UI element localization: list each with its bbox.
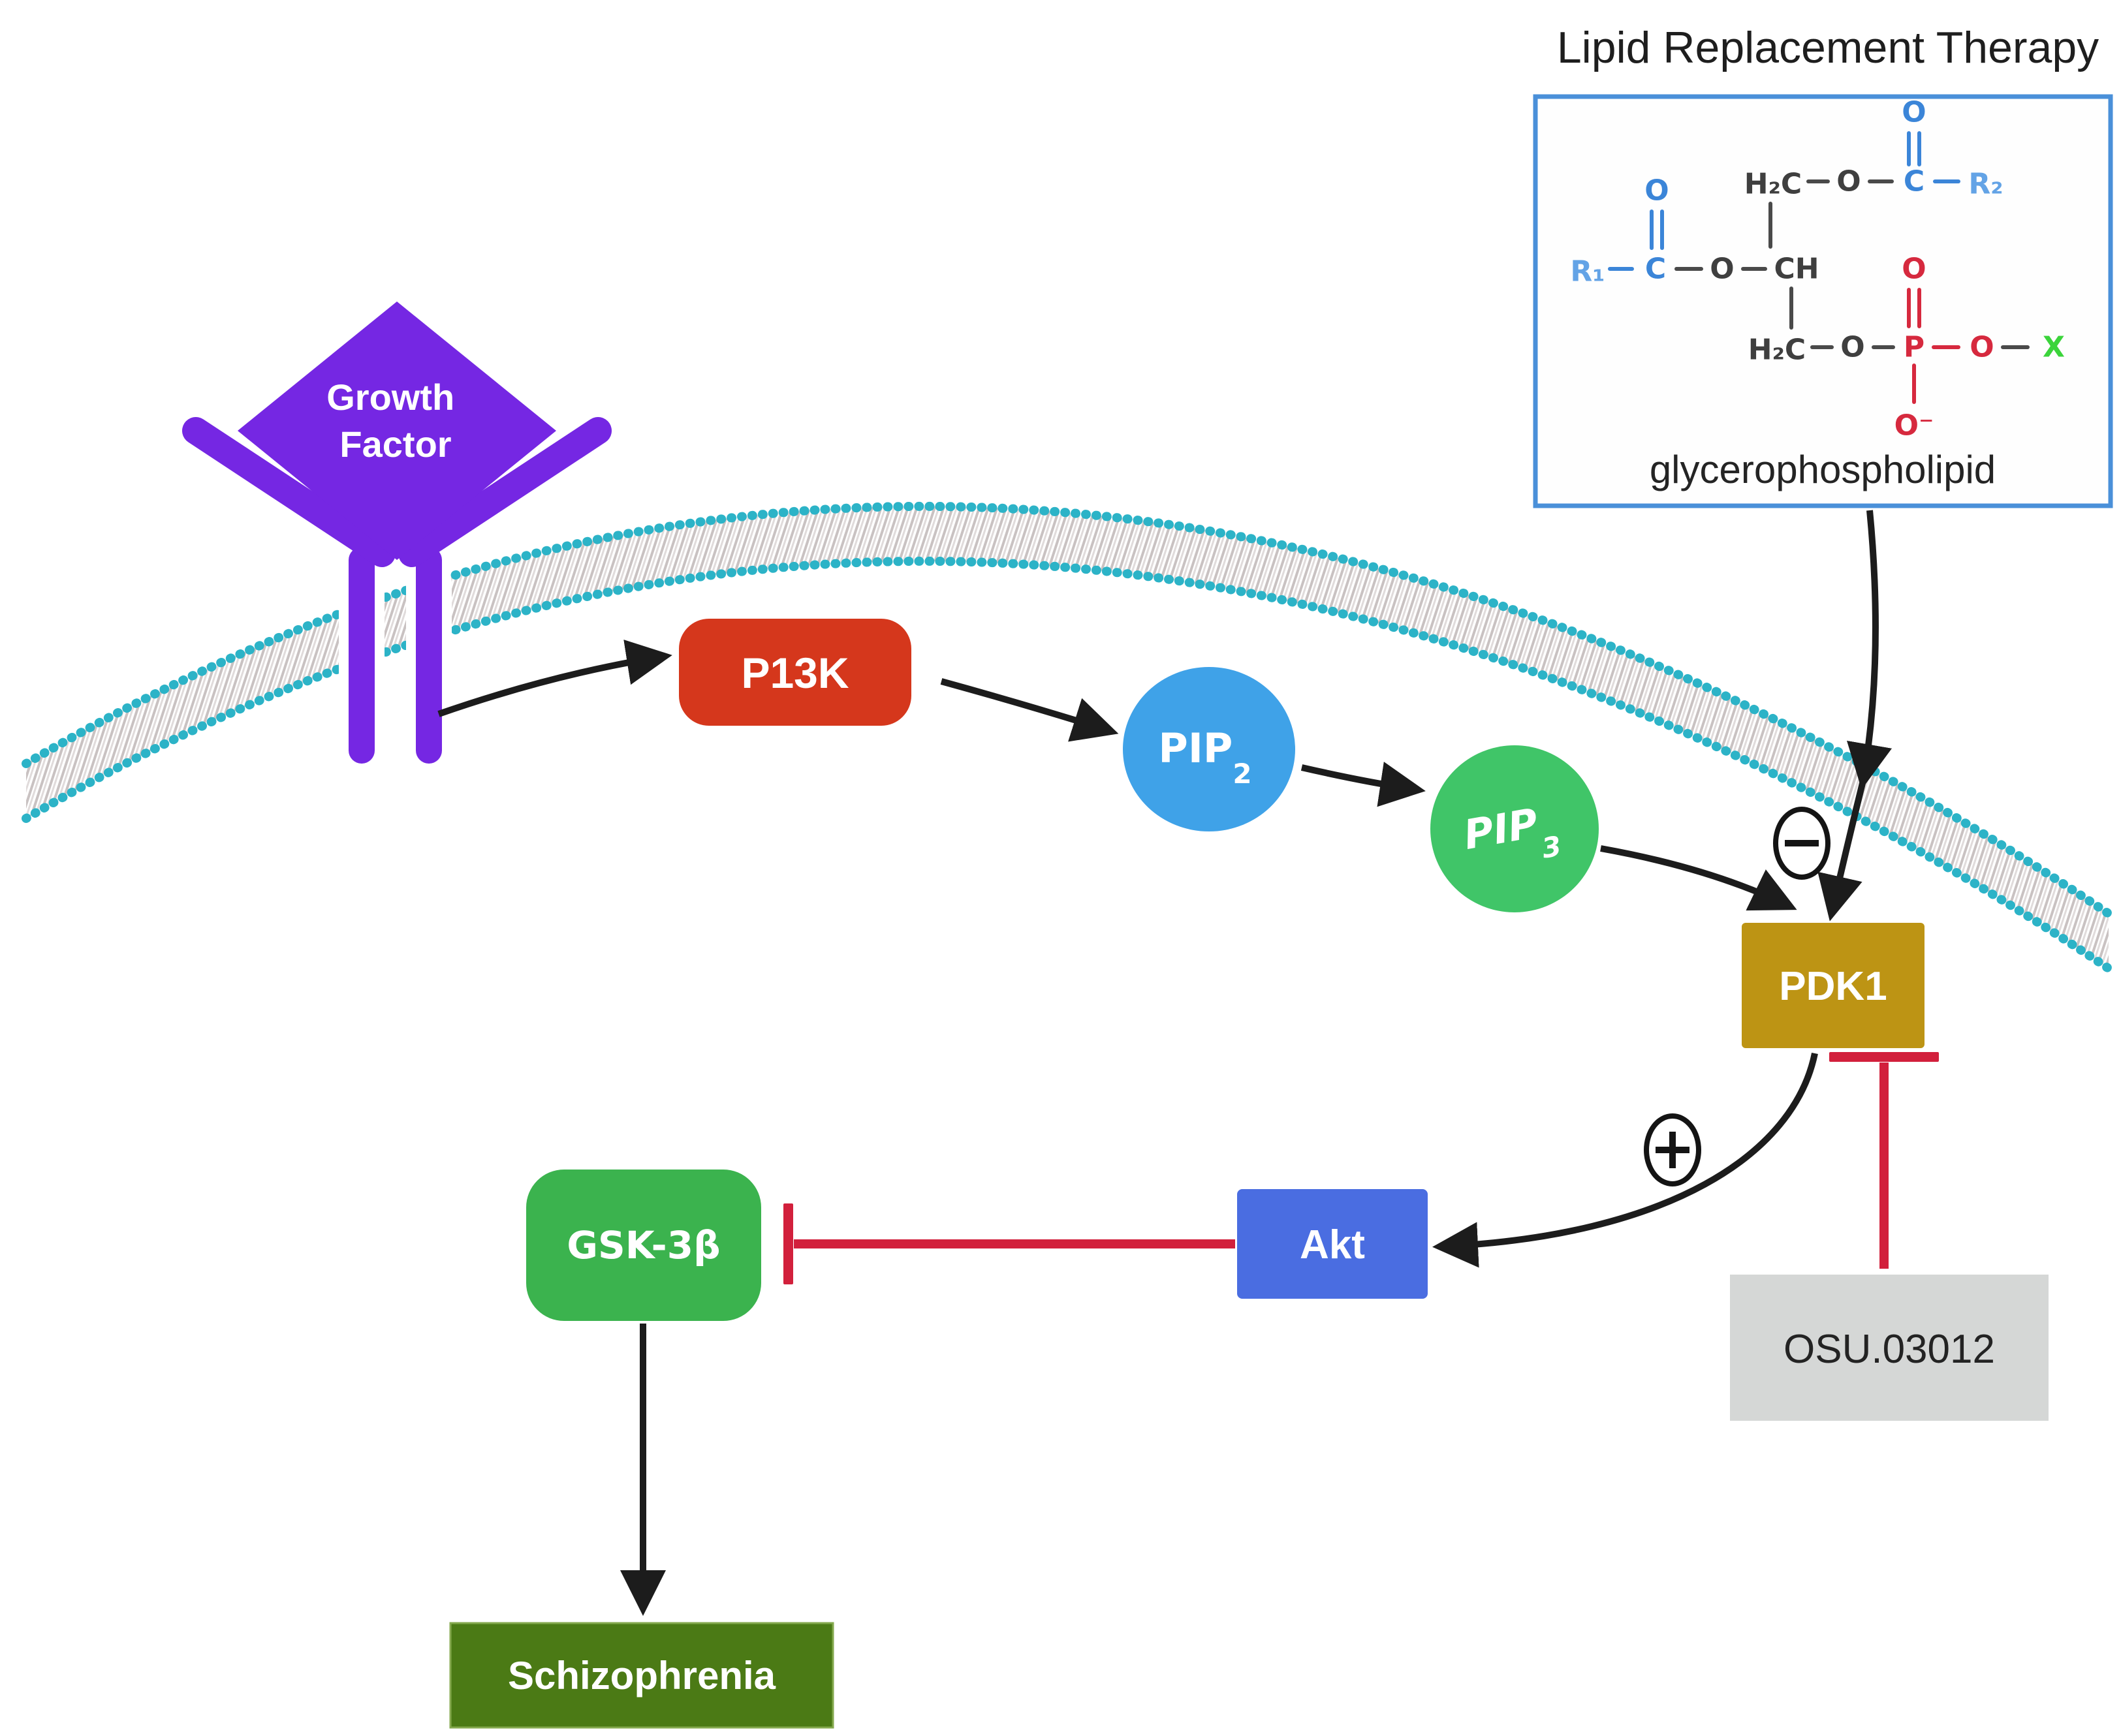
- glycerophospholipid-structure: O H₂C O C R₂ O R₁ C O CH O: [1570, 96, 2065, 442]
- glycerophospholipid-label: glycerophospholipid: [1650, 448, 1996, 491]
- pathway-nodes: P13K PIP2 PIP3 PDK1 Akt GSK-3β OSU.03012…: [449, 619, 2049, 1729]
- plus-sign-icon: [1644, 1113, 1701, 1186]
- membrane-inner-leaflet-dots: [22, 557, 2113, 973]
- pip2-label-sub: 2: [1233, 758, 1251, 790]
- arrow-receptor-to-p13k: [437, 640, 672, 717]
- node-osu03012: [1730, 1275, 2049, 1421]
- atom-ch: CH: [1774, 253, 1819, 286]
- arrow-pip3-to-pdk1: [1600, 845, 1797, 911]
- atom-phosphate-dbl-o: O: [1902, 253, 1926, 286]
- signal-arrows: [437, 510, 1892, 1616]
- atom-r1: R₁: [1570, 255, 1605, 288]
- growth-factor-label-line1: Growth: [326, 377, 454, 418]
- schizophrenia-label: Schizophrenia: [508, 1654, 776, 1697]
- p13k-label: P13K: [741, 649, 849, 697]
- arrow-pdk1-to-akt: [1432, 1052, 1818, 1268]
- atom-carbonyl-left-c: C: [1645, 253, 1666, 286]
- arrow-pip2-to-pip3: [1300, 762, 1426, 807]
- growth-factor-diamond: [238, 302, 556, 560]
- atom-o-minus: O⁻: [1894, 409, 1934, 442]
- node-gsk3b: [526, 1170, 761, 1321]
- receptor-right-arm: [398, 417, 612, 567]
- atom-x-headgroup: X: [2043, 331, 2065, 364]
- atom-phosphate-bridge-o: O: [1970, 331, 1994, 364]
- growth-factor-label-line2: Factor: [339, 424, 451, 465]
- minus-sign-icon: [1773, 807, 1830, 880]
- atom-r2: R₂: [1968, 168, 2003, 201]
- node-pip3: [1430, 745, 1599, 912]
- inhibit-bar-gsk3b: [783, 1203, 793, 1284]
- inhibition-links: [783, 1052, 1939, 1284]
- pip2-label-main: PIP: [1158, 724, 1233, 772]
- atom-carbonyl-top-c: C: [1904, 165, 1925, 198]
- atom-ester-o-left: O: [1710, 253, 1734, 286]
- growth-factor-receptor: Growth Factor: [182, 302, 612, 775]
- node-schizophrenia: [449, 1622, 834, 1729]
- growth-factor-label: Growth Factor: [326, 377, 465, 465]
- lipid-panel-box: [1533, 94, 2113, 508]
- atom-h2c-bottom: H₂C: [1748, 333, 1806, 367]
- node-akt: [1237, 1189, 1428, 1299]
- arrow-lipid-to-membrane: [1846, 510, 1892, 790]
- arrow-membrane-to-pdk1: [1817, 779, 1866, 922]
- lipid-panel-title: Lipid Replacement Therapy: [1557, 23, 2099, 72]
- atom-ester-o-bottom: O: [1840, 331, 1864, 364]
- node-pdk1: [1742, 923, 1925, 1048]
- akt-label: Akt: [1300, 1222, 1365, 1267]
- gsk3b-label: GSK-3β: [567, 1223, 720, 1267]
- membrane-band: [26, 506, 2109, 969]
- arrow-p13k-to-pip2: [940, 678, 1119, 742]
- node-pip2: [1123, 667, 1295, 831]
- osu03012-label: OSU.03012: [1783, 1327, 1995, 1372]
- atom-carbonyl-top-o: O: [1902, 96, 1926, 129]
- pip2-label: PIP2: [1158, 724, 1251, 790]
- receptor-left-arm: [182, 417, 396, 567]
- cell-membrane: [22, 502, 2113, 973]
- atom-h2c-top: H₂C: [1744, 168, 1802, 201]
- atom-p: P: [1904, 331, 1925, 364]
- atom-carbonyl-left-o: O: [1644, 174, 1669, 208]
- lipid-replacement-panel: Lipid Replacement Therapy O H₂C O C R₂ O…: [1533, 23, 2113, 508]
- inhibit-bar-pdk1: [1829, 1052, 1939, 1062]
- pdk1-label: PDK1: [1779, 964, 1887, 1009]
- node-p13k: [679, 619, 911, 726]
- atom-ester-o-top: O: [1836, 165, 1861, 198]
- membrane-outer-leaflet-dots: [22, 502, 2113, 918]
